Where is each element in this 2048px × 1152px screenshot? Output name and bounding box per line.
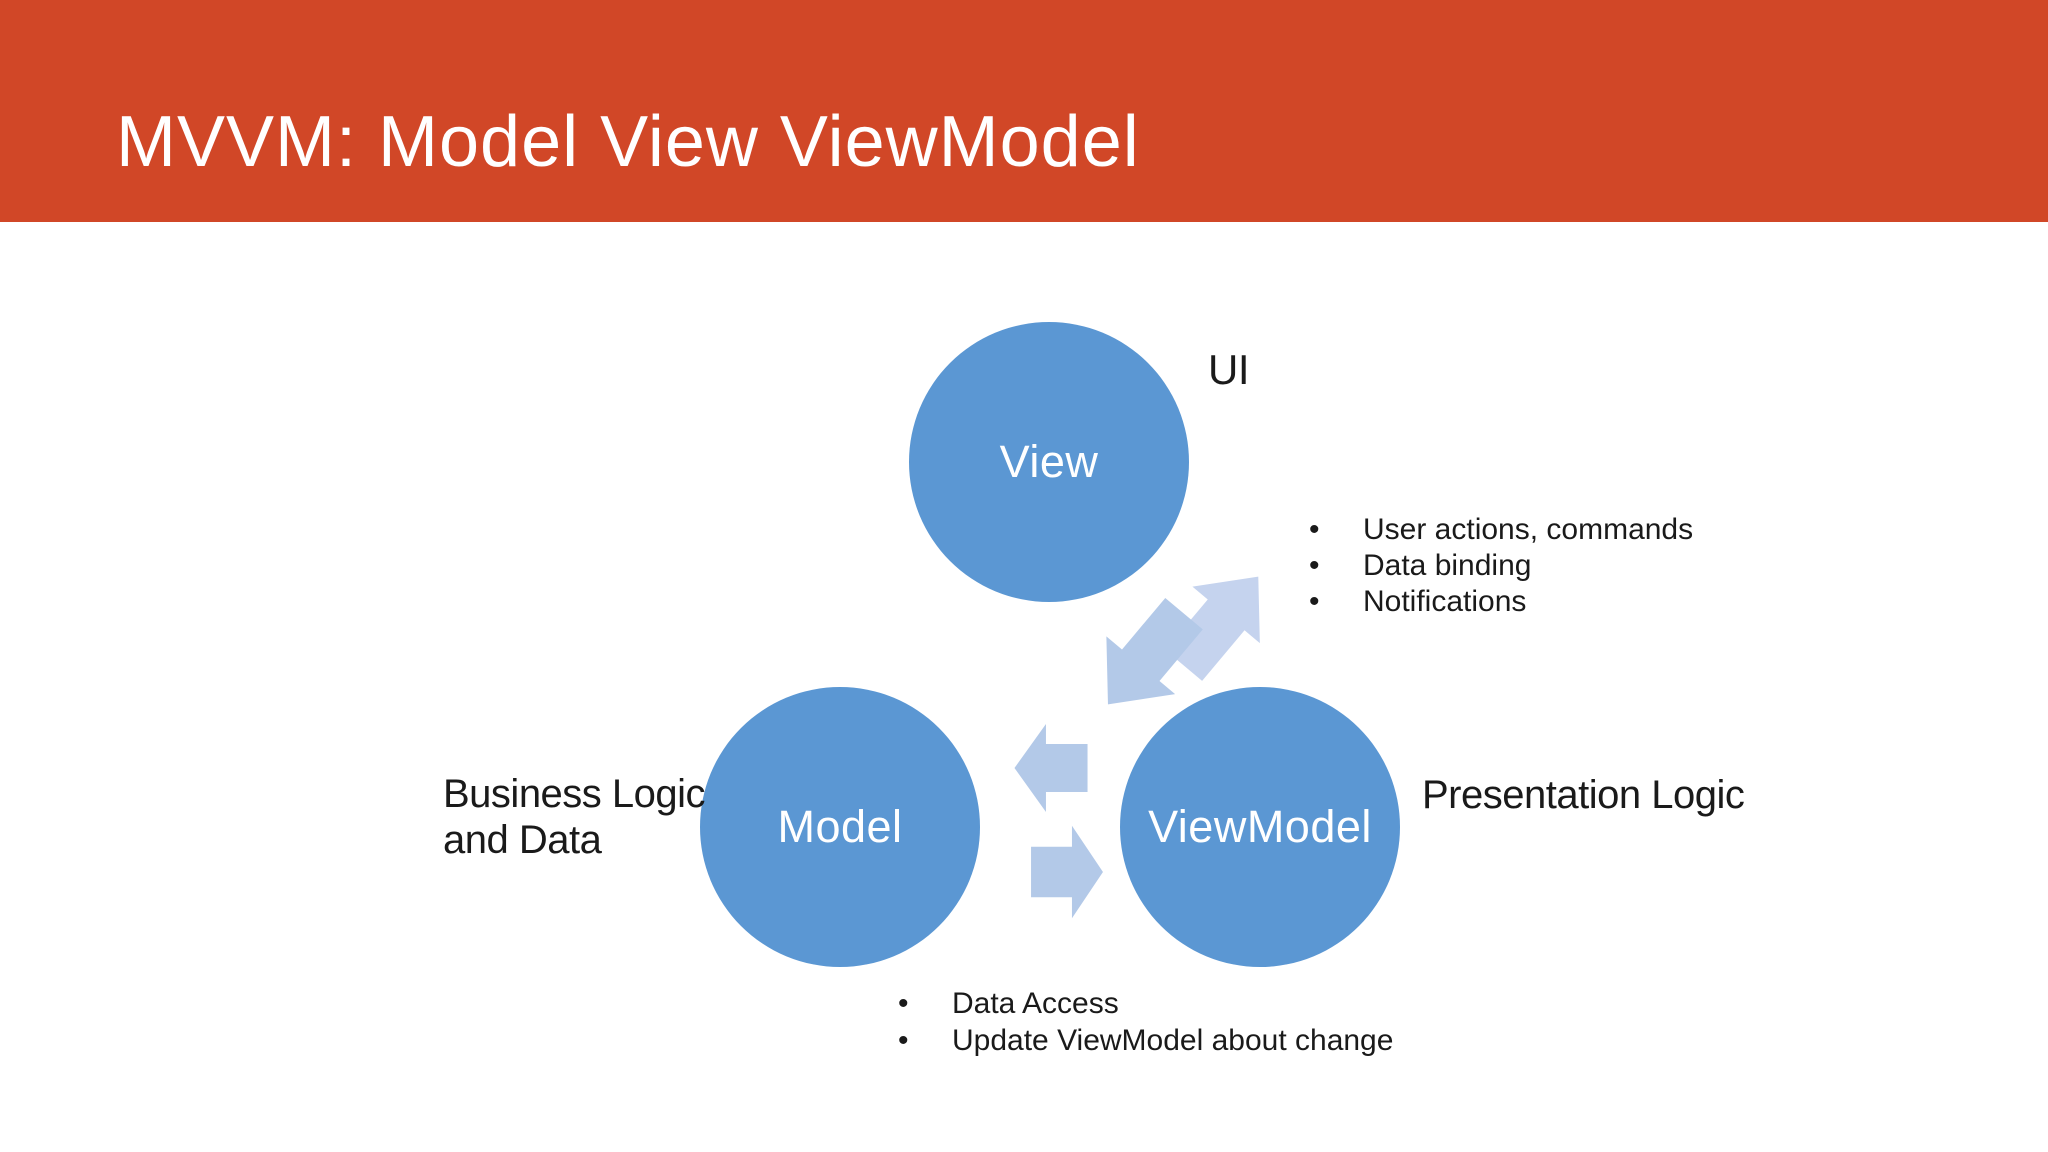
bullet-text: Data binding [1363,549,1532,582]
ui-label: UI [1208,346,1250,393]
bullet-text: Update ViewModel about change [952,1024,1394,1057]
title-banner: MVVM: Model View ViewModel [0,0,2048,222]
model-node: Model [700,687,980,967]
viewmodel-node-label: ViewModel [1148,801,1372,852]
bullet-text: User actions, commands [1363,513,1694,546]
business-logic-label-line1: Business Logic [443,772,706,816]
viewmodel-node: ViewModel [1120,687,1400,967]
business-logic-label: Business Logic and Data [443,771,706,863]
list-item: Data Access [892,985,1393,1022]
list-item: Notifications [1303,584,1693,620]
view-viewmodel-bullet-list: User actions, commands Data binding Noti… [1303,512,1693,620]
list-item: User actions, commands [1303,512,1693,548]
arrow-right-icon [1031,825,1103,919]
arrow-up-right-icon [1165,576,1260,681]
slide-title: MVVM: Model View ViewModel [116,102,1140,182]
business-logic-label-line2: and Data [443,818,602,862]
model-node-label: Model [777,801,903,852]
list-item: Update ViewModel about change [892,1022,1393,1059]
presentation-logic-label: Presentation Logic [1422,773,1745,817]
model-bullet-list: Data Access Update ViewModel about chang… [892,985,1393,1059]
bullet-text: Data Access [952,987,1119,1020]
arrow-left-icon [1014,724,1088,812]
list-item: Data binding [1303,548,1693,584]
view-node: View [909,322,1189,602]
view-node-label: View [999,436,1099,487]
bullet-text: Notifications [1363,585,1527,618]
